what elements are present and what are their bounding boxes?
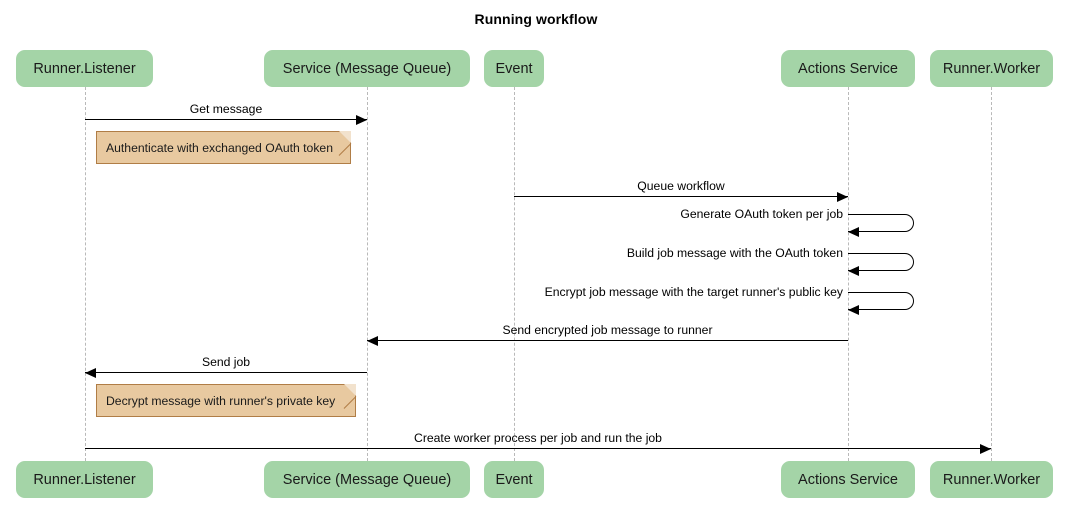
self-message-loop — [848, 214, 914, 232]
note-fold-corner-icon — [339, 131, 351, 143]
participant-label: Event — [495, 60, 533, 77]
participant-label: Service (Message Queue) — [282, 471, 452, 488]
lifeline-event — [514, 87, 515, 461]
message-line — [85, 448, 991, 449]
participant-runner-worker-top[interactable]: Runner.Worker — [930, 50, 1053, 87]
participant-runner-worker-bottom[interactable]: Runner.Worker — [930, 461, 1053, 498]
arrowhead-left — [848, 265, 859, 276]
participant-service-message-queue-top[interactable]: Service (Message Queue) — [264, 50, 470, 87]
participant-label: Event — [495, 471, 533, 488]
arrowhead-left — [848, 304, 859, 315]
participant-label: Actions Service — [798, 60, 898, 77]
participant-runner-listener-bottom[interactable]: Runner.Listener — [16, 461, 153, 498]
self-message-loop — [848, 292, 914, 310]
arrowhead-left — [85, 367, 96, 378]
arrowhead-right — [356, 114, 367, 125]
page-title: Running workflow — [474, 11, 598, 27]
message-label: Get message — [189, 102, 263, 116]
message-line — [514, 196, 848, 197]
self-message-loop — [848, 253, 914, 271]
note-fold-corner-icon — [344, 384, 356, 396]
note-text: Decrypt message with runner's private ke… — [106, 393, 336, 408]
participant-label: Runner.Listener — [33, 471, 136, 488]
message-label: Send job — [201, 355, 251, 369]
arrowhead-left — [848, 226, 859, 237]
note-fold-edge-icon — [343, 396, 357, 409]
participant-label: Runner.Worker — [942, 471, 1041, 488]
arrowhead-right — [980, 443, 991, 454]
self-message-label: Encrypt job message with the target runn… — [544, 285, 843, 299]
message-line — [85, 119, 367, 120]
participant-label: Actions Service — [798, 471, 898, 488]
participant-label: Runner.Worker — [942, 60, 1041, 77]
participant-service-message-queue-bottom[interactable]: Service (Message Queue) — [264, 461, 470, 498]
note-fold-edge-icon — [338, 143, 352, 156]
participant-event-bottom[interactable]: Event — [484, 461, 544, 498]
lifeline-service-message-queue — [367, 87, 368, 461]
participant-event-top[interactable]: Event — [484, 50, 544, 87]
note-authenticate-note: Authenticate with exchanged OAuth token — [96, 131, 352, 164]
participant-label: Runner.Listener — [33, 60, 136, 77]
message-label: Send encrypted job message to runner — [502, 323, 713, 337]
participant-actions-service-top[interactable]: Actions Service — [781, 50, 915, 87]
participant-runner-listener-top[interactable]: Runner.Listener — [16, 50, 153, 87]
arrowhead-right — [837, 191, 848, 202]
message-line — [85, 372, 367, 373]
message-label: Create worker process per job and run th… — [414, 431, 662, 445]
arrowhead-left — [367, 335, 378, 346]
participant-actions-service-bottom[interactable]: Actions Service — [781, 461, 915, 498]
note-text: Authenticate with exchanged OAuth token — [106, 140, 333, 155]
lifeline-runner-worker — [991, 87, 992, 461]
self-message-label: Generate OAuth token per job — [680, 207, 843, 221]
note-decrypt-note: Decrypt message with runner's private ke… — [96, 384, 357, 417]
lifeline-runner-listener — [85, 87, 86, 461]
participant-label: Service (Message Queue) — [282, 60, 452, 77]
message-line — [367, 340, 848, 341]
self-message-label: Build job message with the OAuth token — [626, 246, 843, 260]
message-label: Queue workflow — [637, 179, 725, 193]
